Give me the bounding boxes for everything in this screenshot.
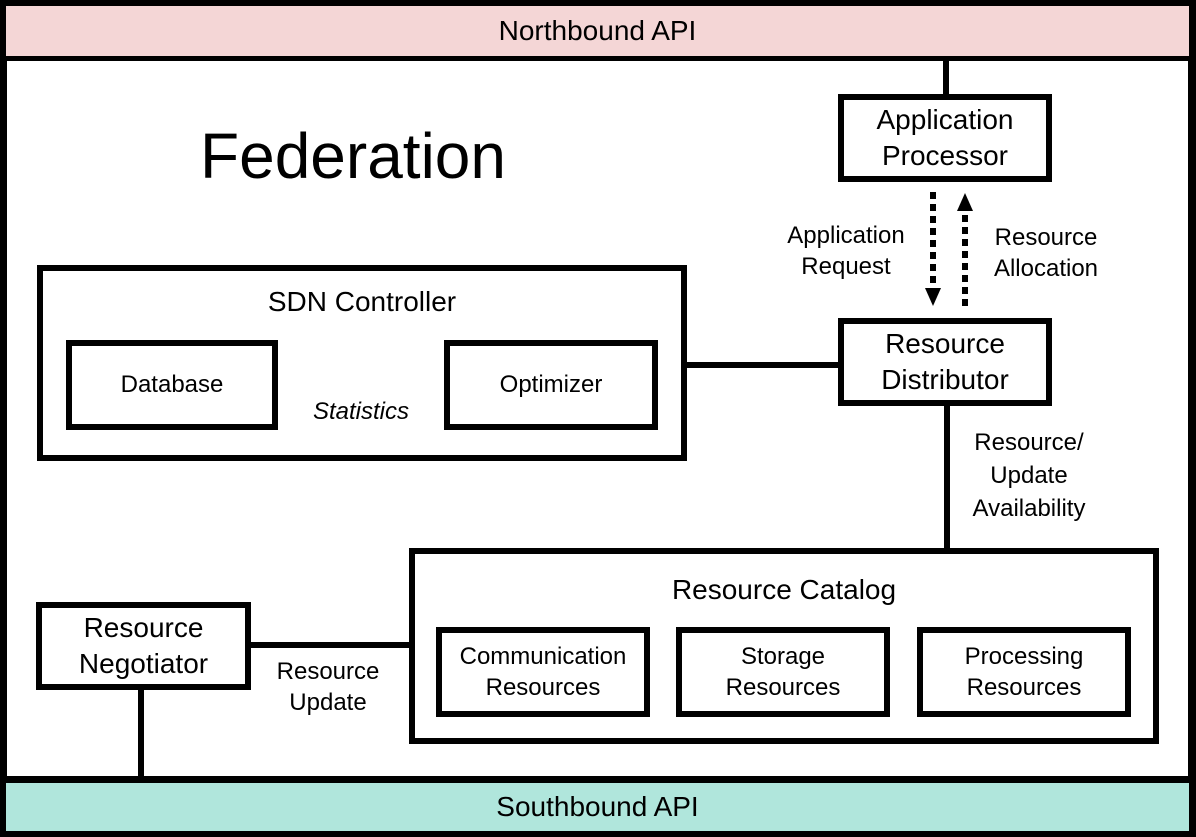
resource-distributor-line2: Distributor [881,364,1009,395]
southbound-api-label: Southbound API [496,791,699,822]
application-request-arrowhead [925,288,941,306]
storage-resources-line2: Resources [725,674,841,701]
resource-negotiator-line1: Resource [83,611,204,643]
update-availability-line3: Availability [972,495,1086,523]
application-processor-line1: Application [876,103,1014,135]
connector-sdn-to-distributor [685,362,840,368]
resource-distributor-line1: Resource [885,327,1005,359]
database-label: Database [120,371,224,399]
statistics-label: Statistics [312,398,410,425]
application-processor-line2: Processor [881,140,1009,171]
resource-update-line1: Resource [276,658,380,685]
application-request-line2: Request [801,253,891,281]
resource-negotiator-line2: Negotiator [78,648,209,679]
connector-negotiator-to-catalog [249,642,412,648]
communication-resources-line2: Resources [485,674,601,701]
resource-allocation-arrowhead [957,193,973,211]
resource-allocation-line2: Allocation [993,255,1099,283]
processing-resources-line1: Processing [964,642,1084,670]
federation-title: Federation [200,120,506,192]
resource-allocation-line1: Resource [994,224,1098,251]
optimizer-label: Optimizer [499,371,603,399]
resource-catalog-title: Resource Catalog [671,574,897,605]
processing-resources-line2: Resources [966,674,1082,701]
sdn-controller-title: SDN Controller [267,286,457,317]
application-request-line1: Application [787,222,905,249]
update-availability-line1: Resource/ [974,429,1084,456]
database-box: Database [66,340,278,430]
communication-resources-line1: Communication [459,642,627,670]
update-availability-line2: Update [990,462,1068,490]
storage-resources-line1: Storage [740,642,826,670]
connector-north-to-processor [943,58,949,96]
connector-distributor-to-catalog [944,404,950,552]
northbound-api-band: Northbound API [6,6,1189,56]
optimizer-box: Optimizer [444,340,658,430]
northbound-api-label: Northbound API [498,15,697,46]
connector-negotiator-to-south [138,688,144,780]
resource-update-line2: Update [289,689,367,717]
southbound-api-band: Southbound API [6,783,1189,831]
